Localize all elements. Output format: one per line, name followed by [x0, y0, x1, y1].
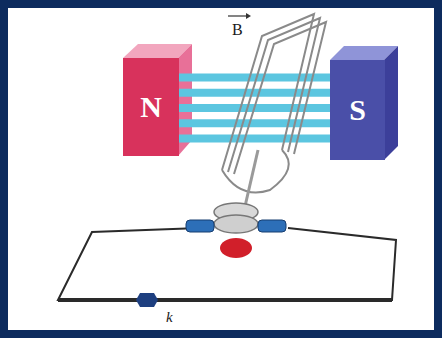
- slip-ring: [214, 215, 258, 233]
- circuit-component: [136, 293, 158, 307]
- magnet-pole: S: [330, 60, 385, 160]
- vector-arrow: [228, 15, 246, 16]
- coil-loop: [234, 22, 326, 174]
- field-line: [179, 119, 330, 127]
- pole-letter: N: [140, 92, 162, 122]
- brush: [258, 220, 286, 232]
- vector-arrowhead: [246, 13, 251, 19]
- field-symbol: B: [232, 22, 243, 38]
- coil: [222, 14, 326, 193]
- circuit-wire: [58, 228, 396, 300]
- red-base: [220, 238, 252, 258]
- field-line: [179, 134, 330, 142]
- pole-letter: S: [349, 95, 366, 125]
- magnet-side: [384, 46, 398, 160]
- brush: [186, 220, 214, 232]
- magnet-pole: N: [123, 58, 179, 156]
- switch-label: k: [166, 310, 173, 325]
- bottom-wire: [58, 298, 392, 302]
- spacer: [62, 226, 150, 300]
